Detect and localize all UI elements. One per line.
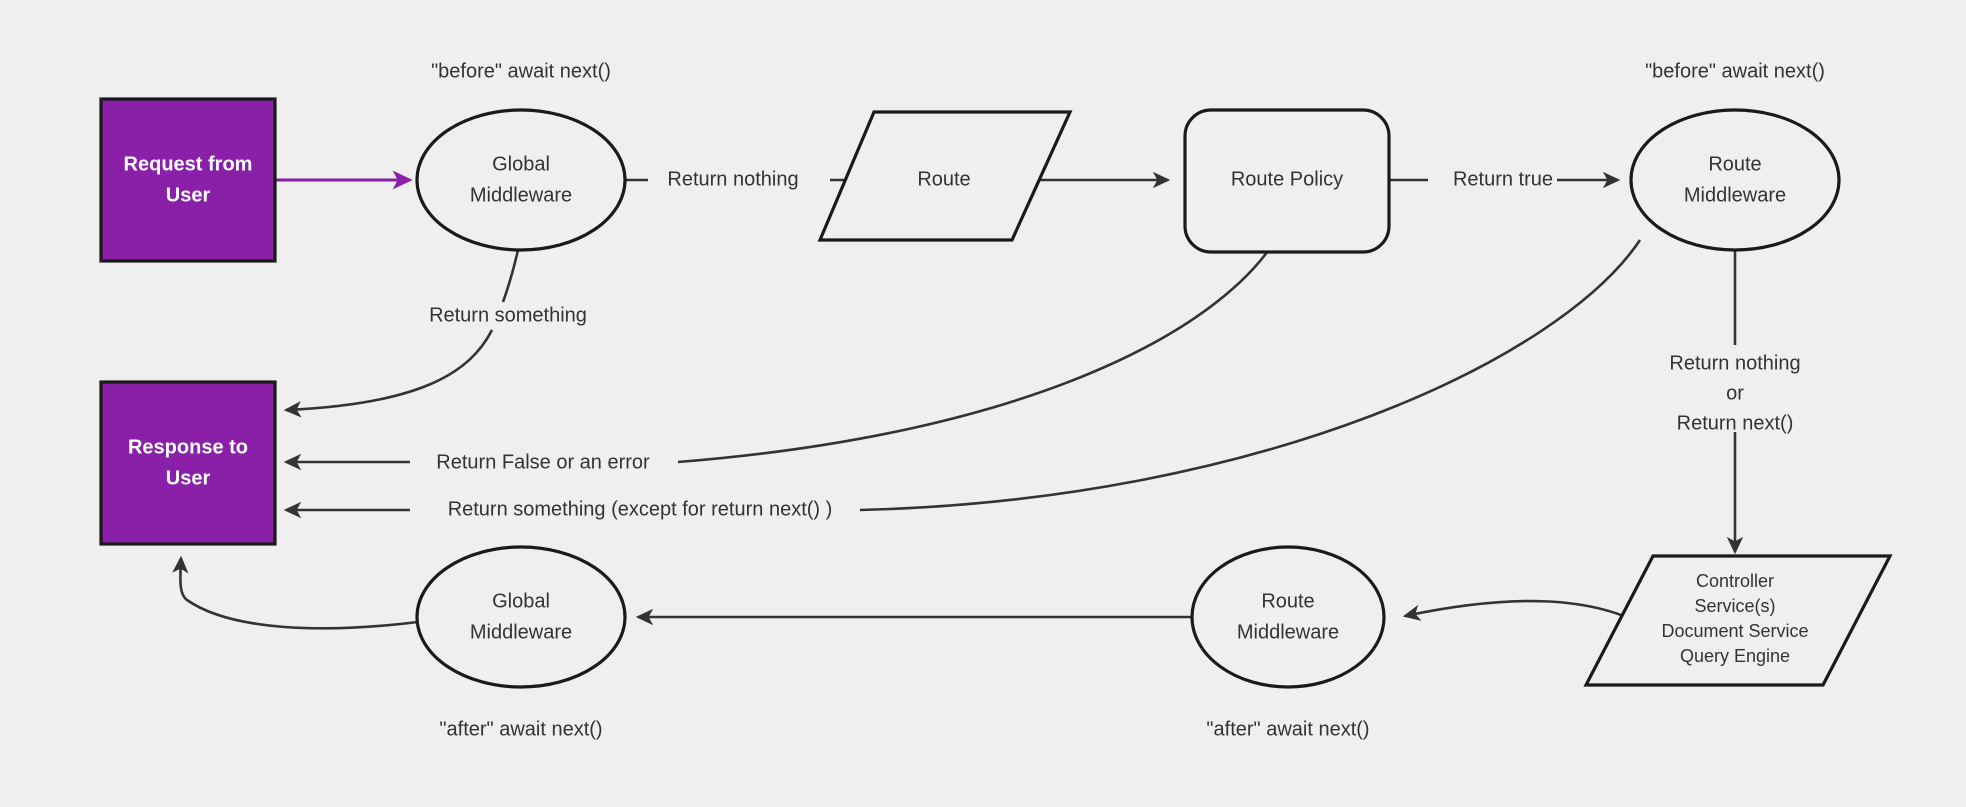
edge-global-middleware-after-to-response bbox=[172, 555, 419, 630]
node-global-middleware-after-line1: Global bbox=[492, 590, 550, 612]
edge-route-middleware-return-something-right bbox=[859, 239, 1642, 512]
node-controller-line1: Controller bbox=[1696, 571, 1774, 591]
edge-label-return-nothing-or-next-line2: or bbox=[1726, 382, 1744, 404]
node-global-middleware-before-line1: Global bbox=[492, 153, 550, 175]
annotation-before-await-next-global: "before" await next() bbox=[431, 60, 611, 82]
node-route[interactable] bbox=[817, 110, 1073, 242]
edge-global-middleware-return-something-upper bbox=[501, 249, 520, 303]
annotation-after-await-next-global: "after" await next() bbox=[439, 718, 602, 740]
node-global-middleware-after[interactable] bbox=[415, 545, 627, 689]
node-response-to-user-line2: User bbox=[166, 467, 211, 489]
node-controller-line3: Document Service bbox=[1661, 621, 1808, 641]
node-route-middleware-before-line1: Route bbox=[1708, 153, 1761, 175]
edge-label-return-something: Return something bbox=[429, 304, 587, 326]
node-global-middleware-before-line2: Middleware bbox=[470, 184, 572, 206]
edge-label-return-false-or-error: Return False or an error bbox=[436, 451, 650, 473]
node-response-to-user[interactable] bbox=[99, 380, 277, 546]
annotation-after-await-next-route: "after" await next() bbox=[1206, 718, 1369, 740]
node-route-middleware-after[interactable] bbox=[1190, 545, 1386, 689]
node-request-from-user[interactable] bbox=[99, 97, 277, 263]
node-controller-services[interactable] bbox=[1583, 554, 1893, 687]
node-route-policy-label: Route Policy bbox=[1231, 168, 1343, 190]
edge-route-policy-return-false-right bbox=[677, 235, 1280, 464]
node-request-from-user-line2: User bbox=[166, 184, 211, 206]
node-global-middleware-after-line2: Middleware bbox=[470, 621, 572, 643]
annotation-before-await-next-route: "before" await next() bbox=[1645, 60, 1825, 82]
node-route-middleware-before[interactable] bbox=[1629, 108, 1841, 252]
node-controller-line4: Query Engine bbox=[1680, 646, 1790, 666]
node-route-policy[interactable] bbox=[1183, 108, 1391, 254]
edge-label-return-true: Return true bbox=[1453, 168, 1553, 190]
node-global-middleware-before[interactable] bbox=[415, 108, 627, 252]
node-route-middleware-after-line1: Route bbox=[1261, 590, 1314, 612]
node-controller-line2: Service(s) bbox=[1694, 596, 1775, 616]
edge-label-return-nothing: Return nothing bbox=[667, 168, 798, 190]
node-request-from-user-line1: Request from bbox=[124, 153, 253, 175]
node-response-to-user-line1: Response to bbox=[128, 436, 248, 458]
edge-label-return-nothing-or-next-line3: Return next() bbox=[1677, 412, 1794, 434]
node-route-middleware-after-line2: Middleware bbox=[1237, 621, 1339, 643]
node-route-middleware-before-line2: Middleware bbox=[1684, 184, 1786, 206]
edge-label-return-something-except-next: Return something (except for return next… bbox=[448, 498, 833, 520]
node-route-label: Route bbox=[917, 168, 970, 190]
edge-label-return-nothing-or-next-line1: Return nothing bbox=[1669, 352, 1800, 374]
edge-global-middleware-return-something-lower bbox=[283, 329, 494, 418]
